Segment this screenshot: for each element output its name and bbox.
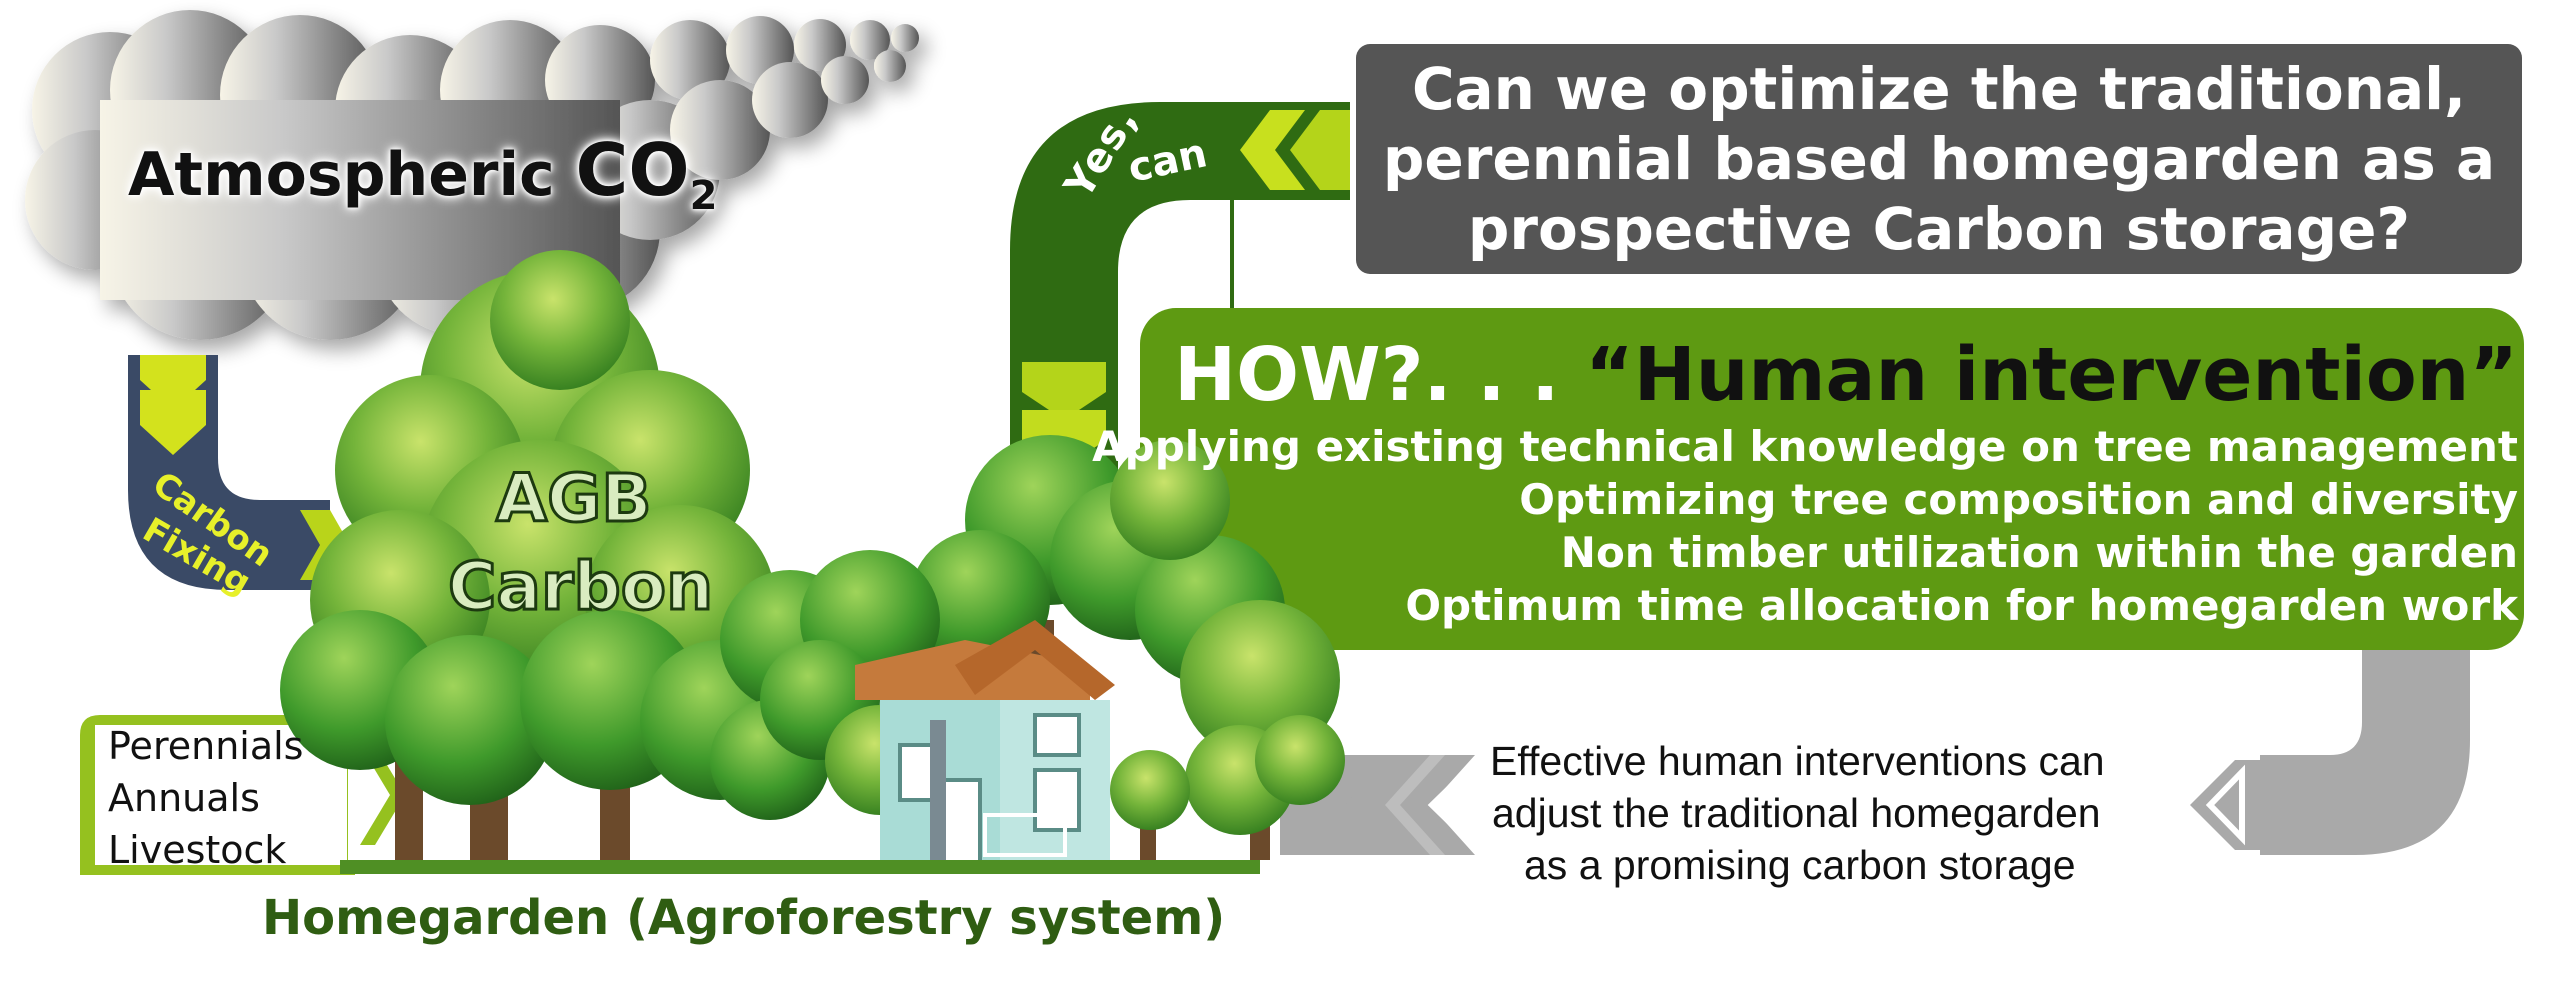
agb-label: AGB — [495, 459, 654, 539]
component-item: Annuals — [108, 776, 260, 820]
homegarden-label: Homegarden (Agroforestry system) — [262, 890, 1226, 946]
how-box — [1140, 308, 2524, 650]
outcome-text: Effective human interventions can adjust… — [1490, 738, 2105, 898]
question-line-2: perennial based homegarden as a — [1382, 125, 2496, 193]
outcome-line-3: as a promising carbon storage — [1524, 842, 2076, 888]
agb-carbon-label: Carbon — [446, 547, 714, 627]
outcome-line-2: adjust the traditional homegarden — [1492, 790, 2101, 836]
human-intervention-quote: “Human intervention” — [1585, 332, 2518, 418]
component-item: Livestock — [108, 828, 287, 872]
question-box: Can we optimize the traditional, perenni… — [1356, 44, 2522, 274]
how-list: Applying existing technical knowledge on… — [1092, 420, 2518, 632]
how-item: Optimum time allocation for homegarden w… — [1405, 581, 2518, 630]
outcome-line-1: Effective human interventions can — [1490, 738, 2105, 784]
how-item: Optimizing tree composition and diversit… — [1519, 475, 2518, 524]
question-line-3: prospective Carbon storage? — [1467, 195, 2411, 263]
component-item: Perennials — [108, 724, 304, 768]
how-heading: HOW?. . . “Human intervention” — [1174, 332, 2518, 418]
how-item: Non timber utilization within the garden — [1560, 528, 2518, 577]
question-line-1: Can we optimize the traditional, — [1411, 55, 2467, 123]
how-prefix: HOW?. . . — [1174, 332, 1586, 418]
atmospheric-co2-label: Atmospheric CO2 — [128, 128, 717, 219]
house-icon — [855, 620, 1115, 870]
how-item: Applying existing technical knowledge on… — [1092, 422, 2518, 471]
homegarden-illustration — [280, 250, 1345, 874]
atmospheric-text: Atmospheric — [128, 140, 576, 210]
co2-text: CO — [575, 128, 690, 212]
components-list: Perennials Annuals Livestock — [108, 720, 303, 876]
co2-subscript: 2 — [689, 173, 718, 219]
